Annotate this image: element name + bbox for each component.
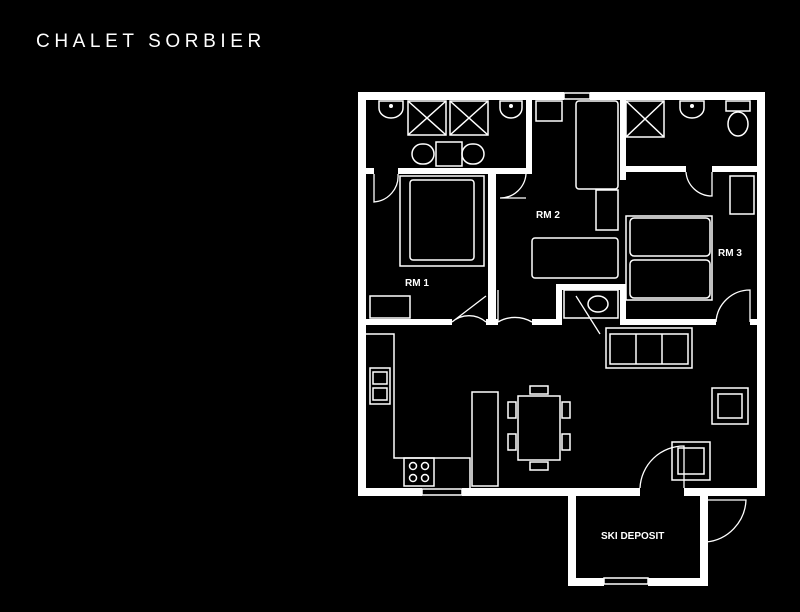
- doors: [373, 171, 751, 543]
- room-label-rm3: RM 3: [718, 248, 742, 259]
- room-label-rm1: RM 1: [405, 278, 429, 289]
- bath-1-fixtures: [378, 100, 523, 167]
- plan-title: CHALET SORBIER: [36, 31, 266, 52]
- room-label-ski-deposit: SKI DEPOSIT: [601, 531, 664, 542]
- rm3-furniture: [625, 175, 755, 301]
- dining-table: [507, 385, 571, 471]
- room-label-rm2: RM 2: [536, 210, 560, 221]
- interior-walls: [366, 100, 757, 586]
- exterior-walls: [358, 92, 765, 496]
- rm2-furniture: [531, 100, 619, 319]
- windows: [358, 92, 765, 585]
- sofa: [605, 327, 693, 369]
- armchairs: [671, 387, 749, 481]
- rm1-furniture: [369, 175, 485, 319]
- kitchen: [366, 333, 499, 488]
- bath-3-fixtures: [625, 100, 751, 138]
